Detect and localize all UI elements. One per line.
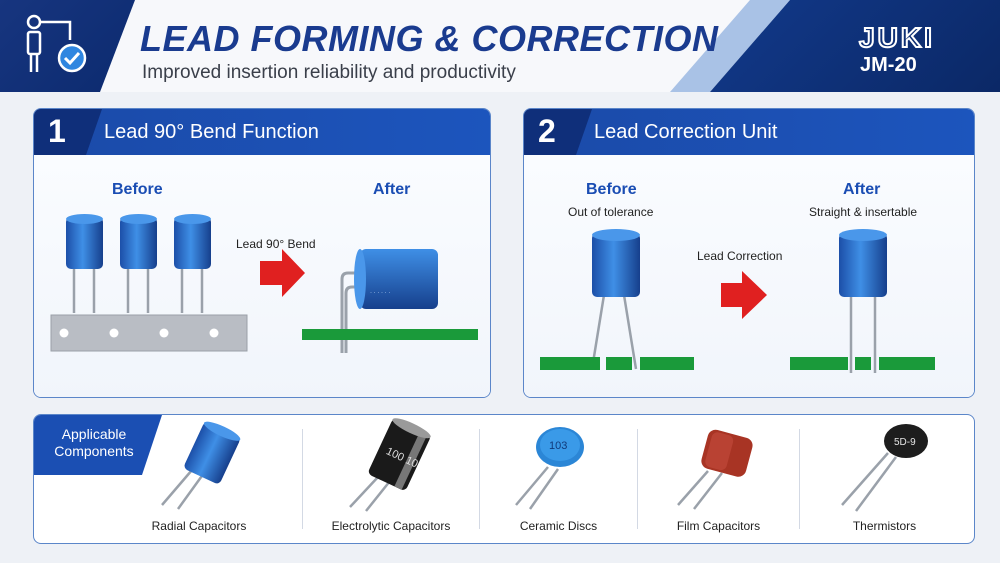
pcb-board: [302, 329, 478, 340]
capacitor-1: [66, 214, 103, 313]
bend-illustration: · · · · · ·: [50, 214, 478, 353]
page-title: LEAD FORMING & CORRECTION: [140, 18, 719, 59]
panel-number-box: [524, 109, 592, 155]
before-sublabel: Out of tolerance: [568, 205, 654, 219]
capacitor-3: [174, 214, 211, 313]
divider: [479, 429, 480, 529]
panel-body: Before After Lead 90° Bend: [34, 155, 490, 397]
component-label: Film Capacitors: [676, 519, 761, 533]
component-electrolytic-capacitor: 100 10 Electrolytic Capacitors: [326, 415, 456, 543]
header: LEAD FORMING & CORRECTION Improved inser…: [0, 0, 1000, 92]
panel-header: 1 Lead 90° Bend Function: [34, 109, 490, 155]
component-label: Radial Capacitors: [151, 519, 247, 533]
panel-number: 2: [538, 113, 556, 149]
radial-capacitor-icon: [161, 421, 241, 510]
panel-lead-correction: 2 Lead Correction Unit Before Out of tol…: [523, 108, 975, 398]
applicable-components: Applicable Components Radial Capacitors …: [33, 414, 975, 544]
pcb-board-before: [540, 357, 694, 370]
panel-header: 2 Lead Correction Unit: [524, 109, 974, 155]
after-sublabel: Straight & insertable: [809, 205, 918, 219]
capacitor-2: [120, 214, 157, 313]
panel-body: Before Out of tolerance After Straight &…: [524, 155, 974, 397]
component-label: Ceramic Discs: [519, 519, 598, 533]
component-radial-capacitor: Radial Capacitors: [134, 415, 264, 543]
capacitor-after: [839, 229, 887, 373]
arrow-icon: [260, 249, 305, 297]
after-label: After: [373, 181, 411, 198]
carrier-tape: [50, 314, 248, 352]
film-capacitor-icon: [677, 429, 753, 510]
arrow-label: Lead Correction: [697, 249, 783, 263]
component-film-capacitor: Film Capacitors: [656, 415, 781, 543]
component-label: Electrolytic Capacitors: [331, 519, 451, 533]
ceramic-marking: 103: [549, 440, 567, 452]
applicable-tag: Applicable Components: [34, 415, 162, 475]
model-name: JM-20: [860, 54, 917, 76]
component-ceramic-disc: 103 Ceramic Discs: [496, 415, 621, 543]
electrolytic-capacitor-icon: 100 10: [349, 418, 431, 512]
pcb-board-after: [790, 357, 935, 370]
correction-illustration: [540, 229, 935, 373]
before-label: Before: [586, 181, 637, 198]
before-label: Before: [112, 181, 163, 198]
thermistor-marking: 5D-9: [894, 437, 916, 448]
component-check-icon: [26, 14, 87, 73]
thermistor-icon: 5D-9: [841, 424, 928, 512]
applicable-tag-text: Applicable Components: [54, 426, 134, 459]
divider: [637, 429, 638, 529]
component-thermistor: 5D-9 Thermistors: [822, 415, 947, 543]
capacitor-before: [590, 229, 640, 370]
panel-title: Lead 90° Bend Function: [104, 121, 319, 143]
panel-number: 1: [48, 113, 66, 149]
divider: [799, 429, 800, 529]
brand-logo-text: JUKI: [859, 24, 935, 50]
panel-number-box: [34, 109, 102, 155]
arrow-icon: [721, 271, 767, 319]
panel-lead-bend: 1 Lead 90° Bend Function Before After Le…: [33, 108, 491, 398]
component-label: Thermistors: [852, 519, 917, 533]
brand-logo: JUKI: [858, 24, 935, 50]
bent-capacitor: · · · · · ·: [340, 249, 438, 353]
panel-title: Lead Correction Unit: [594, 121, 778, 143]
after-label: After: [843, 181, 881, 198]
page-subtitle: Improved insertion reliability and produ…: [142, 62, 516, 83]
arrow-label: Lead 90° Bend: [236, 237, 316, 251]
svg-text:· · · · · ·: · · · · · ·: [370, 290, 390, 296]
ceramic-disc-icon: 103: [515, 427, 584, 510]
divider: [302, 429, 303, 529]
